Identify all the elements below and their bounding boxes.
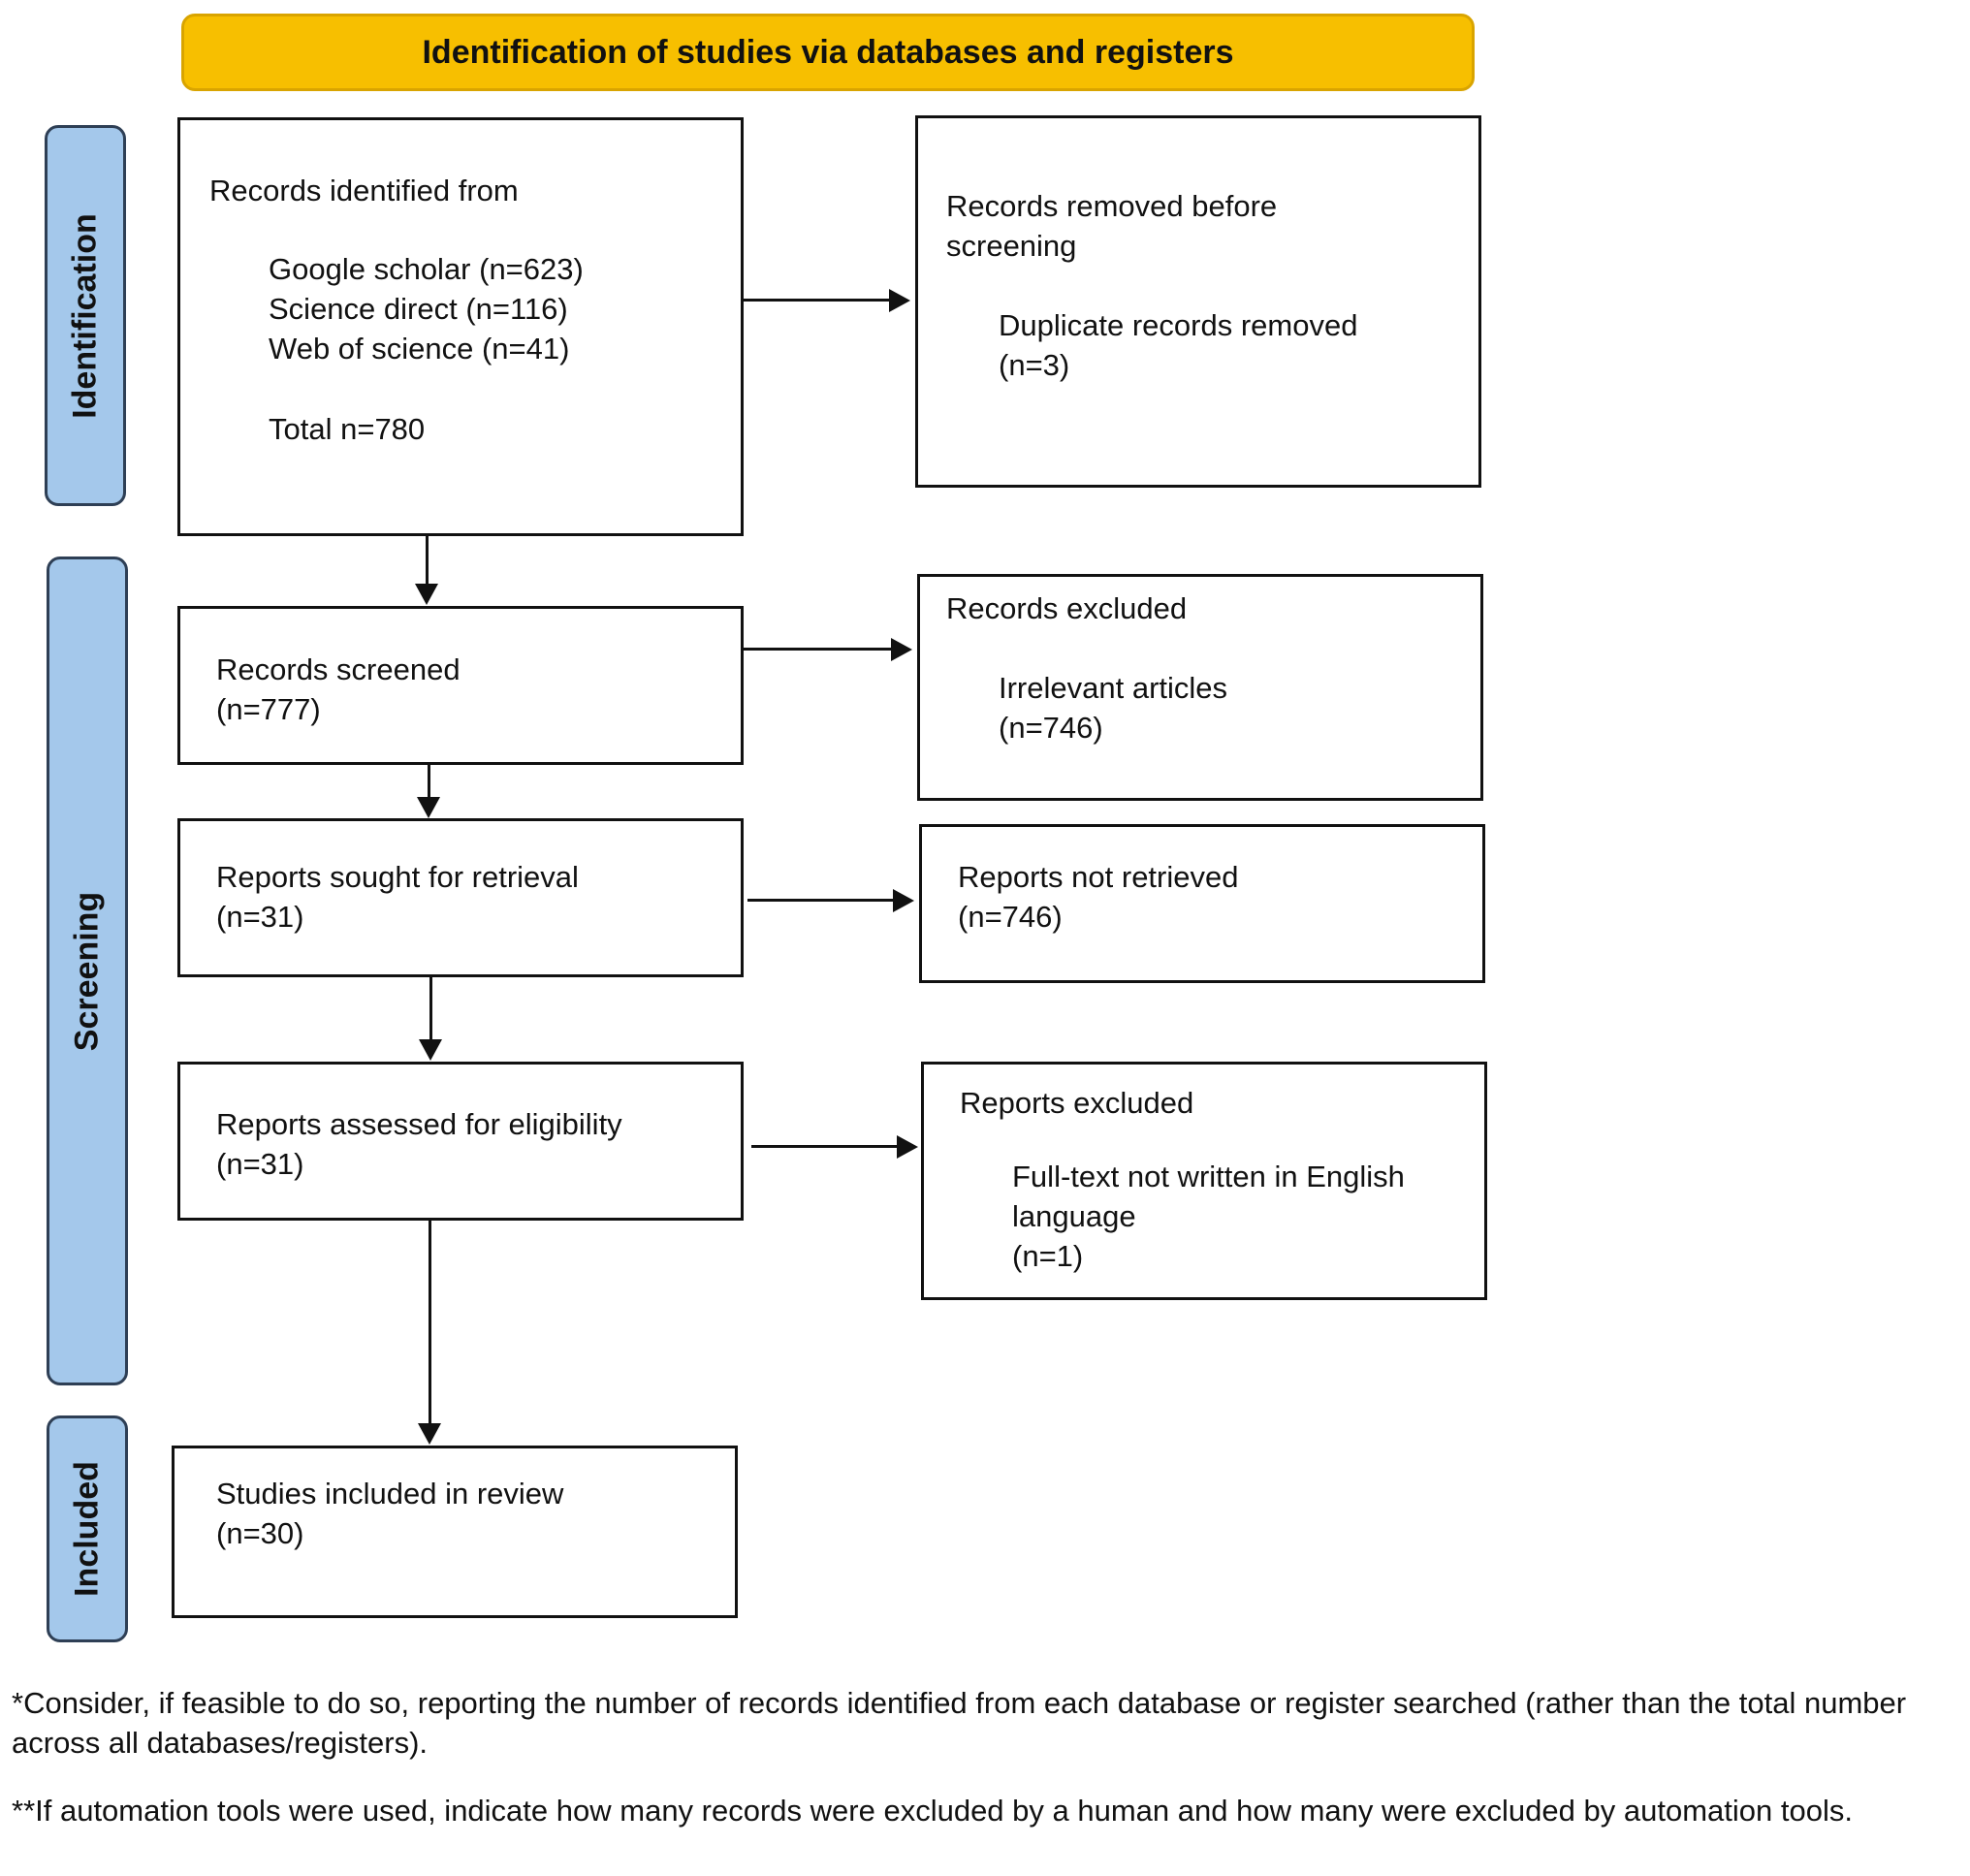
source-science-direct: Science direct (n=116): [269, 292, 568, 326]
duplicate-records-count: (n=3): [999, 348, 1070, 382]
records-excluded-heading: Records excluded: [946, 591, 1188, 625]
arrow-assessed-to-included: [429, 1221, 431, 1424]
records-removed-box: Records removed before screening Duplica…: [915, 115, 1481, 488]
arrowhead-sought-to-not-retrieved: [893, 889, 914, 912]
arrowhead-screened-to-excluded: [891, 638, 912, 661]
studies-included-count: (n=30): [216, 1516, 304, 1550]
irrelevant-articles-label: Irrelevant articles: [999, 671, 1228, 705]
reports-excluded-heading: Reports excluded: [960, 1086, 1194, 1120]
non-english-label-line1: Full-text not written in English: [1012, 1160, 1405, 1193]
phase-identification-label: Identification: [66, 212, 104, 419]
studies-included-box: Studies included in review (n=30): [172, 1446, 738, 1618]
arrow-identified-to-screened: [426, 536, 429, 585]
arrow-screened-to-excluded: [744, 648, 893, 651]
banner-title: Identification of studies via databases …: [422, 33, 1234, 71]
footnote-databases: *Consider, if feasible to do so, reporti…: [12, 1686, 1907, 1760]
footnote-automation: **If automation tools were used, indicat…: [12, 1794, 1853, 1828]
phase-screening-label: Screening: [68, 891, 106, 1051]
arrow-sought-to-not-retrieved: [747, 899, 895, 902]
arrowhead-screened-to-sought: [417, 797, 440, 818]
records-screened-count: (n=777): [216, 692, 321, 726]
arrowhead-identified-to-removed: [889, 289, 910, 312]
phase-included: Included: [47, 1415, 128, 1642]
arrow-assessed-to-excluded: [751, 1145, 899, 1148]
reports-not-retrieved-label: Reports not retrieved: [958, 860, 1239, 894]
records-identified-total: Total n=780: [269, 412, 426, 446]
arrow-screened-to-sought: [428, 765, 430, 798]
reports-not-retrieved-box: Reports not retrieved (n=746): [919, 824, 1485, 983]
records-screened-label: Records screened: [216, 652, 461, 686]
reports-sought-box: Reports sought for retrieval (n=31): [177, 818, 744, 977]
reports-assessed-box: Reports assessed for eligibility (n=31): [177, 1062, 744, 1221]
source-web-of-science: Web of science (n=41): [269, 332, 570, 366]
reports-not-retrieved-count: (n=746): [958, 900, 1063, 934]
reports-sought-label: Reports sought for retrieval: [216, 860, 579, 894]
irrelevant-articles-count: (n=746): [999, 711, 1103, 745]
records-identified-box: Records identified from Google scholar (…: [177, 117, 744, 536]
records-identified-heading: Records identified from: [209, 174, 519, 207]
records-excluded-box: Records excluded Irrelevant articles (n=…: [917, 574, 1483, 801]
phase-screening: Screening: [47, 556, 128, 1385]
identification-banner: Identification of studies via databases …: [181, 14, 1475, 91]
source-google-scholar: Google scholar (n=623): [269, 252, 584, 286]
arrowhead-assessed-to-included: [418, 1423, 441, 1445]
phase-identification: Identification: [45, 125, 126, 506]
reports-sought-count: (n=31): [216, 900, 304, 934]
arrowhead-identified-to-screened: [415, 584, 438, 605]
reports-assessed-label: Reports assessed for eligibility: [216, 1107, 622, 1141]
duplicate-records-label: Duplicate records removed: [999, 308, 1358, 342]
arrowhead-assessed-to-excluded: [897, 1135, 918, 1159]
records-screened-box: Records screened (n=777): [177, 606, 744, 765]
reports-excluded-box: Reports excluded Full-text not written i…: [921, 1062, 1487, 1300]
reports-assessed-count: (n=31): [216, 1147, 304, 1181]
records-removed-heading-line1: Records removed before: [946, 189, 1278, 223]
arrow-sought-to-assessed: [429, 977, 432, 1040]
arrow-identified-to-removed: [744, 299, 891, 302]
studies-included-label: Studies included in review: [216, 1477, 564, 1510]
phase-included-label: Included: [68, 1461, 106, 1597]
arrowhead-sought-to-assessed: [419, 1039, 442, 1061]
non-english-label-line2: language: [1012, 1199, 1136, 1233]
non-english-count: (n=1): [1012, 1239, 1084, 1273]
records-removed-heading-line2: screening: [946, 229, 1077, 263]
